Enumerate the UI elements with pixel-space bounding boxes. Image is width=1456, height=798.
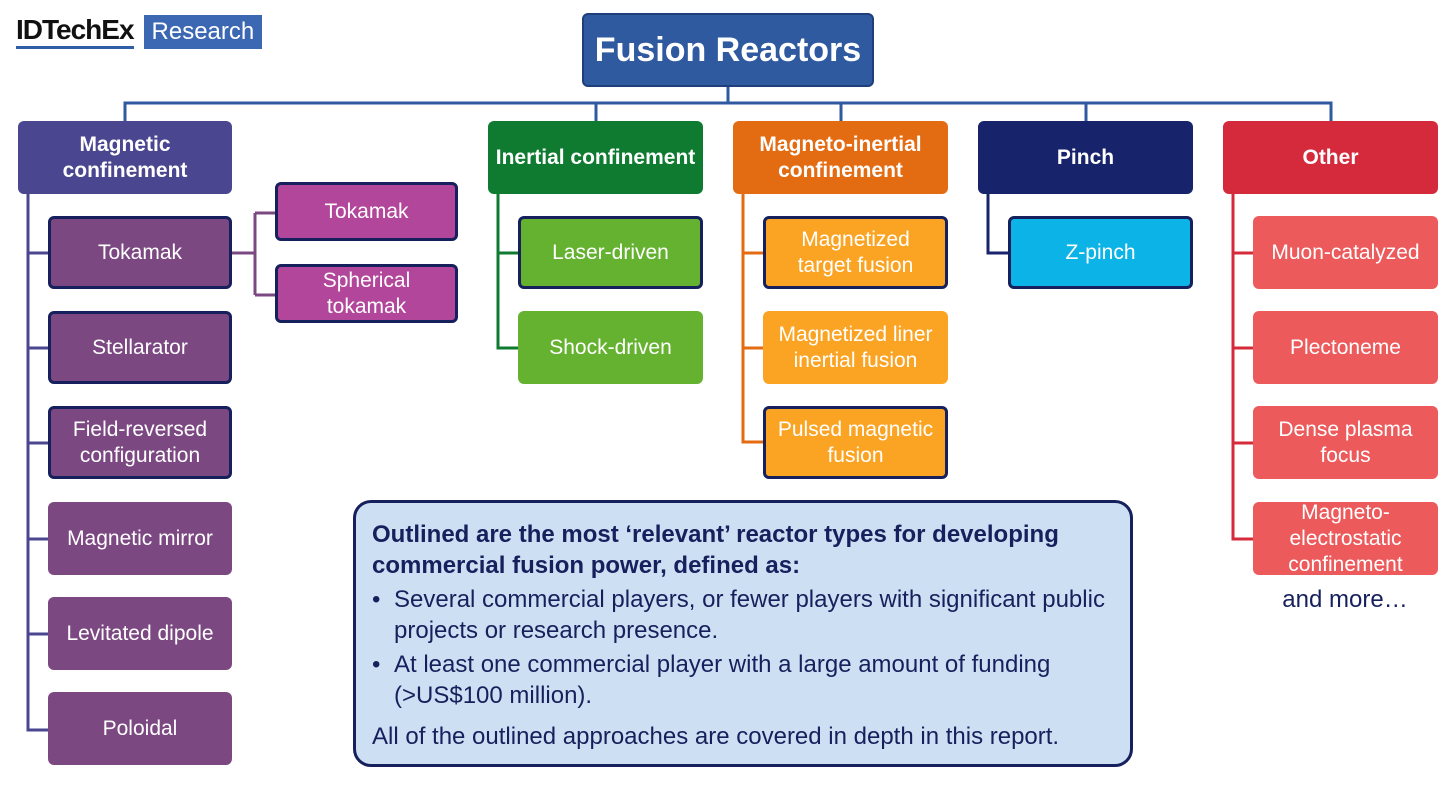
node-poloidal: Poloidal [48,692,232,765]
node-shock-driven: Shock-driven [518,311,703,384]
logo-brand: IDTechEx [16,15,135,49]
node-tokamak: Tokamak [48,216,232,289]
node-laser-driven: Laser-driven [518,216,703,289]
node-dense-plasma-focus: Dense plasma focus [1253,406,1438,479]
node-tokamak-conventional: Tokamak [275,182,458,241]
node-spherical-tokamak: Spherical tokamak [275,264,458,323]
node-levitated-dipole: Levitated dipole [48,597,232,670]
node-magnetized-target-fusion: Magnetized target fusion [763,216,948,289]
category-magneto-inertial-confinement: Magneto-inertial confinement [733,121,948,194]
category-pinch: Pinch [978,121,1193,194]
info-footer: All of the outlined approaches are cover… [372,723,1060,750]
info-bullet-list: Several commercial players, or fewer pla… [372,584,1114,711]
info-bullet: Several commercial players, or fewer pla… [372,584,1114,646]
node-muon-catalyzed: Muon-catalyzed [1253,216,1438,289]
node-magneto-electrostatic-confinement: Magneto-electrostatic confinement [1253,502,1438,575]
info-bullet: At least one commercial player with a la… [372,649,1114,711]
idtechex-logo: IDTechEx Research [16,14,263,50]
node-stellarator: Stellarator [48,311,232,384]
info-heading: Outlined are the most ‘relevant’ reactor… [372,521,1059,579]
node-pulsed-magnetic-fusion: Pulsed magnetic fusion [763,406,948,479]
category-inertial-confinement: Inertial confinement [488,121,703,194]
and-more-label: and more… [1282,586,1408,613]
category-magnetic-confinement: Magnetic confinement [18,121,232,194]
node-field-reversed-configuration: Field-reversed configuration [48,406,232,479]
logo-badge: Research [143,15,263,49]
info-box: Outlined are the most ‘relevant’ reactor… [353,500,1133,767]
node-z-pinch: Z-pinch [1008,216,1193,289]
category-other: Other [1223,121,1438,194]
diagram-title: Fusion Reactors [582,13,874,87]
node-magnetized-liner-inertial-fusion: Magnetized liner inertial fusion [763,311,948,384]
node-plectoneme: Plectoneme [1253,311,1438,384]
node-magnetic-mirror: Magnetic mirror [48,502,232,575]
